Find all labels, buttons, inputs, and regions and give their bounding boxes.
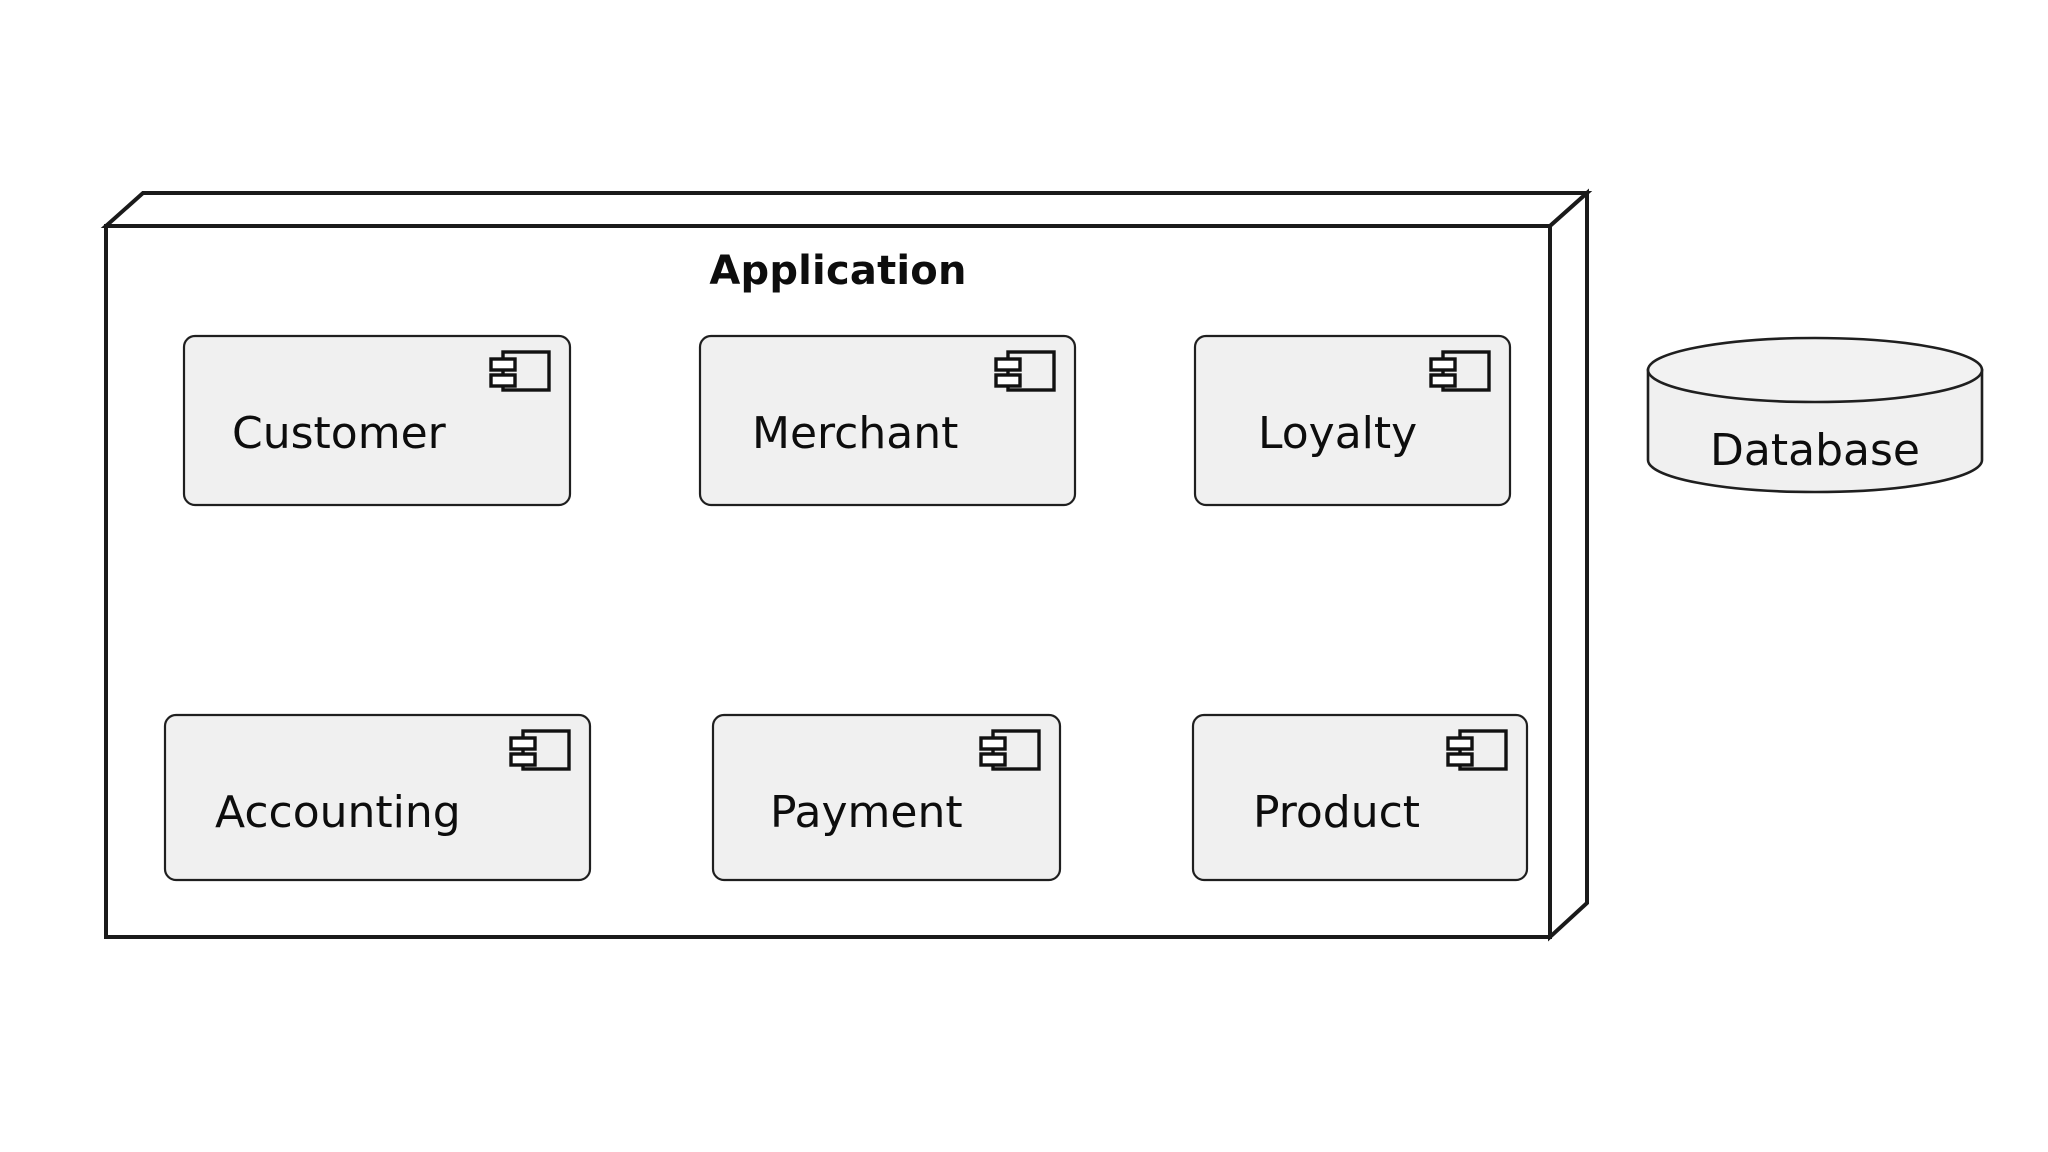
component-shapes (163, 334, 1529, 882)
component-shape-customer[interactable] (182, 334, 572, 507)
component-box (698, 334, 1077, 507)
database-shape[interactable] (1646, 336, 1984, 494)
component-box (711, 713, 1062, 882)
component-shape-product[interactable] (1191, 713, 1529, 882)
component-icon (1429, 350, 1491, 392)
component-shape-loyalty[interactable] (1193, 334, 1512, 507)
component-icon (489, 350, 551, 392)
component-box (182, 334, 572, 507)
component-shape-payment[interactable] (711, 713, 1062, 882)
component-box (163, 713, 592, 882)
component-icon (509, 729, 571, 771)
package-right-face (1548, 188, 1589, 942)
component-box (1191, 713, 1529, 882)
database-cylinder-top (1646, 336, 1984, 404)
component-shape-merchant[interactable] (698, 334, 1077, 507)
package-top-face (100, 191, 1593, 228)
database-cylinder-body (1646, 368, 1984, 494)
component-icon (979, 729, 1041, 771)
component-icon (1446, 729, 1508, 771)
component-shape-accounting[interactable] (163, 713, 592, 882)
component-icon (994, 350, 1056, 392)
